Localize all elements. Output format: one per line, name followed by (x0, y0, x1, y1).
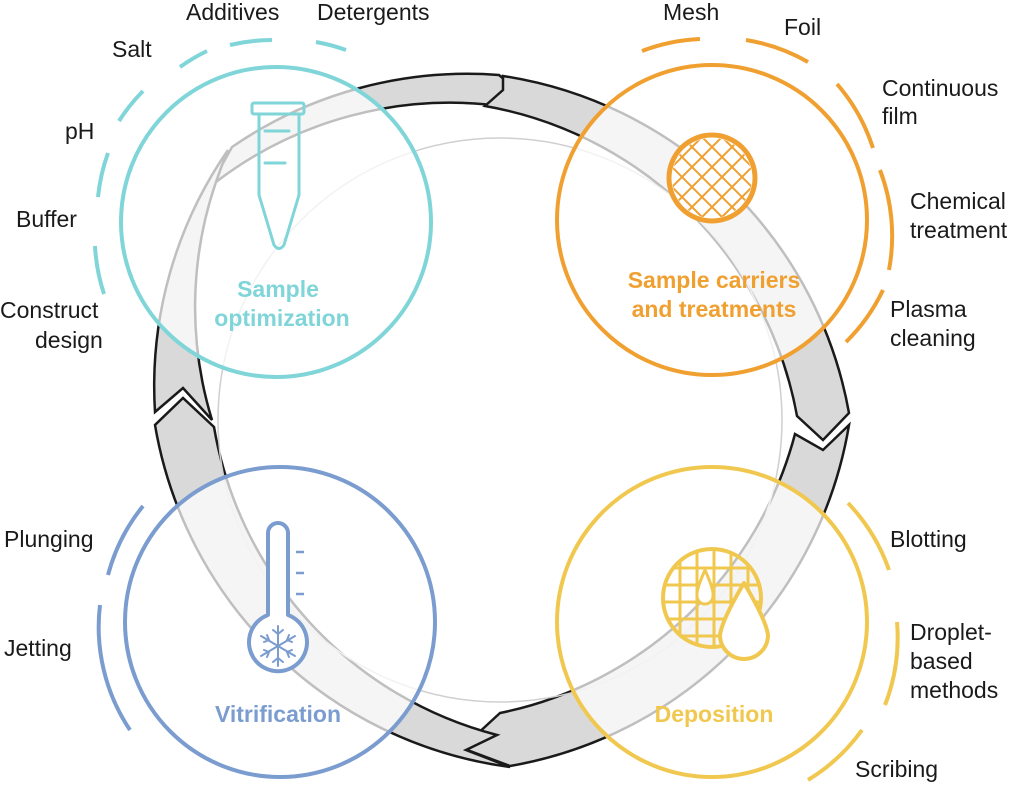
sample-carriers-title-line2: and treatments (632, 296, 797, 322)
sample-optimization-labels: Additives Detergents Salt pH Buffer Cons… (0, 0, 430, 353)
deposition-title: Deposition (655, 701, 774, 727)
label-droplet: Droplet- (910, 619, 992, 645)
label-continuous: Continuous (882, 75, 998, 101)
deposition-circle (555, 465, 869, 779)
sample-optimization-circle (119, 65, 433, 379)
label-design: design (35, 327, 103, 353)
sample-optimization-arcs (93, 38, 347, 295)
test-tube-icon (250, 101, 306, 250)
label-jetting: Jetting (4, 635, 72, 661)
sample-carriers-stage: Sample carriers and treatments (555, 37, 895, 377)
grid-droplet-icon (661, 547, 770, 661)
label-mesh: Mesh (663, 0, 719, 25)
label-scribing: Scribing (855, 756, 938, 782)
vitrification-arcs (96, 504, 145, 732)
sample-carriers-title-line1: Sample carriers (628, 267, 801, 293)
deposition-arcs (806, 501, 900, 782)
sample-optimization-title-line2: optimization (214, 305, 349, 331)
label-detergents: Detergents (317, 0, 430, 25)
label-film: film (882, 103, 918, 129)
sample-carriers-labels: Mesh Foil Continuous film Chemical treat… (663, 0, 1008, 351)
label-methods: methods (910, 677, 998, 703)
label-blotting: Blotting (890, 526, 967, 552)
label-based: based (910, 648, 973, 674)
vitrification-title: Vitrification (215, 701, 341, 727)
label-construct: Construct (0, 297, 99, 323)
label-foil: Foil (784, 14, 821, 40)
deposition-labels: Blotting Droplet- based methods Scribing (855, 526, 998, 782)
vitrification-stage: Vitrification (96, 465, 437, 779)
label-chemical: Chemical (910, 188, 1006, 214)
label-salt: Salt (112, 36, 152, 62)
label-buffer: Buffer (16, 206, 77, 232)
label-ph: pH (65, 118, 94, 144)
thermometer-snowflake-icon (247, 521, 309, 674)
label-cleaning: cleaning (890, 325, 976, 351)
label-treatment: treatment (910, 217, 1008, 243)
sample-optimization-stage: Sample optimization (93, 38, 433, 379)
label-additives: Additives (186, 0, 279, 25)
sample-carriers-arcs (641, 37, 895, 344)
deposition-stage: Deposition (555, 465, 900, 782)
label-plunging: Plunging (4, 526, 94, 552)
label-plasma: Plasma (890, 296, 967, 322)
vitrification-labels: Plunging Jetting (4, 526, 94, 661)
sample-optimization-title-line1: Sample (237, 276, 319, 302)
